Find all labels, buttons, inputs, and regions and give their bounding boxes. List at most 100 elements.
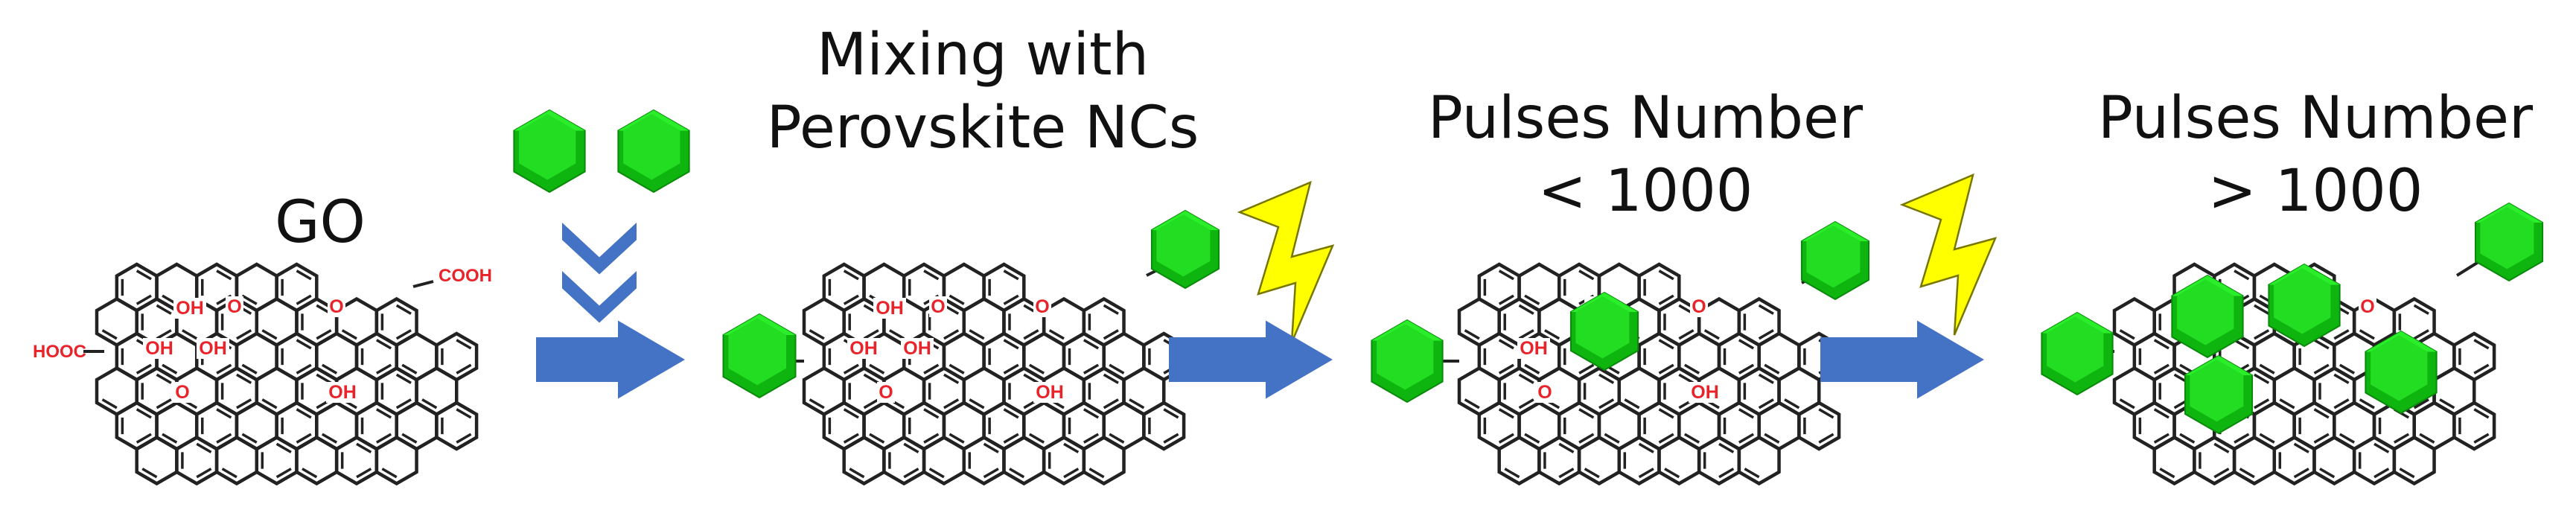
double-bond <box>136 270 152 281</box>
double-bond <box>1063 442 1080 453</box>
double-bond <box>2213 468 2230 479</box>
nc-top <box>1151 211 1220 230</box>
double-bond <box>395 329 412 340</box>
double-bond <box>101 398 118 409</box>
double-bond <box>1518 398 1534 409</box>
double-bond <box>375 339 392 350</box>
double-bond <box>1578 363 1595 374</box>
label-bg <box>929 296 947 317</box>
nc-face <box>2480 207 2534 270</box>
double-bond <box>241 433 258 444</box>
double-bond <box>1598 398 1615 409</box>
epoxy-label: O <box>227 296 241 317</box>
nc-top <box>2172 275 2243 296</box>
double-bond <box>395 373 412 384</box>
double-bond <box>1784 398 1800 409</box>
epoxy-label: O <box>931 296 945 317</box>
label-bg <box>1689 382 1721 403</box>
double-bond <box>1678 329 1695 340</box>
hydroxyl-label: OH <box>903 338 931 359</box>
double-bond <box>1624 398 1640 409</box>
double-bond <box>2293 468 2309 479</box>
laser-pulse-lightning-icon <box>1899 173 1998 336</box>
double-bond <box>843 294 859 305</box>
double-bond <box>1558 468 1575 479</box>
double-bond <box>923 408 940 419</box>
double-bond <box>1129 398 1145 409</box>
epoxy-label: O <box>1692 296 1706 317</box>
double-bond <box>863 398 879 409</box>
double-bond <box>1558 442 1575 453</box>
double-bond <box>1003 363 1019 374</box>
ring <box>1737 435 1781 486</box>
double-bond <box>395 304 412 315</box>
double-bond <box>375 408 392 419</box>
process-arrow-icon <box>536 320 685 399</box>
nc-face <box>2047 316 2104 383</box>
double-bond <box>1003 433 1019 444</box>
double-bond <box>1738 363 1755 374</box>
perovskite-nc-icon <box>2474 202 2544 282</box>
double-bond <box>1578 270 1595 281</box>
ring <box>2452 401 2496 451</box>
double-bond <box>1504 468 1520 479</box>
label-bg <box>1536 382 1554 403</box>
double-bond <box>949 433 965 444</box>
double-bond <box>843 408 859 419</box>
nc-face <box>728 318 786 386</box>
double-bond <box>1524 433 1540 444</box>
double-bond <box>903 442 919 453</box>
hydroxyl-label: OH <box>1520 338 1548 359</box>
double-bond <box>156 329 172 340</box>
double-bond <box>1818 433 1834 444</box>
double-bond <box>182 329 198 340</box>
nc-top <box>1570 293 1639 312</box>
double-bond <box>1578 433 1595 444</box>
double-bond <box>943 398 960 409</box>
double-bond <box>101 329 118 340</box>
double-bond <box>1658 270 1674 281</box>
double-bond <box>1083 363 1100 374</box>
double-bond <box>949 363 965 374</box>
process-arrow-icon <box>1169 320 1333 399</box>
nc-top <box>2475 203 2543 223</box>
nc-top <box>2365 331 2437 352</box>
epoxy-label: O <box>2360 296 2374 317</box>
double-bond <box>1658 294 1674 305</box>
double-bond <box>1498 363 1514 374</box>
double-bond <box>2254 373 2270 384</box>
double-bond <box>889 329 905 340</box>
label-bg <box>873 298 906 319</box>
epoxy-label: O <box>879 382 893 403</box>
double-bond <box>1023 373 1039 384</box>
double-bond <box>156 373 172 384</box>
carboxyl-label: COOH <box>439 266 492 286</box>
double-bond <box>1664 468 1680 479</box>
hydroxyl-label: OH <box>176 298 204 319</box>
title-line: Pulses Number <box>1427 85 1864 152</box>
double-bond <box>1718 442 1735 453</box>
double-bond <box>923 433 940 444</box>
double-bond <box>2359 398 2375 409</box>
ring <box>374 435 418 486</box>
nc-face <box>1575 296 1630 359</box>
double-bond <box>2159 468 2175 479</box>
double-bond <box>1764 433 1780 444</box>
double-bond <box>1088 468 1105 479</box>
double-bond <box>2333 398 2350 409</box>
ring <box>1082 435 1126 486</box>
double-bond <box>2313 433 2330 444</box>
double-bond <box>156 304 172 315</box>
double-bond <box>456 363 472 374</box>
double-bond <box>456 433 472 444</box>
double-bond <box>969 398 985 409</box>
double-bond <box>1544 329 1560 340</box>
double-bond <box>809 398 825 409</box>
label-bg <box>226 296 243 317</box>
step-title-pulses-high: Pulses Number > 1000 <box>2055 82 2576 228</box>
double-bond <box>302 468 318 479</box>
double-bond <box>2339 363 2356 374</box>
double-bond <box>1009 468 1025 479</box>
perovskite-nc-icon <box>513 109 586 194</box>
